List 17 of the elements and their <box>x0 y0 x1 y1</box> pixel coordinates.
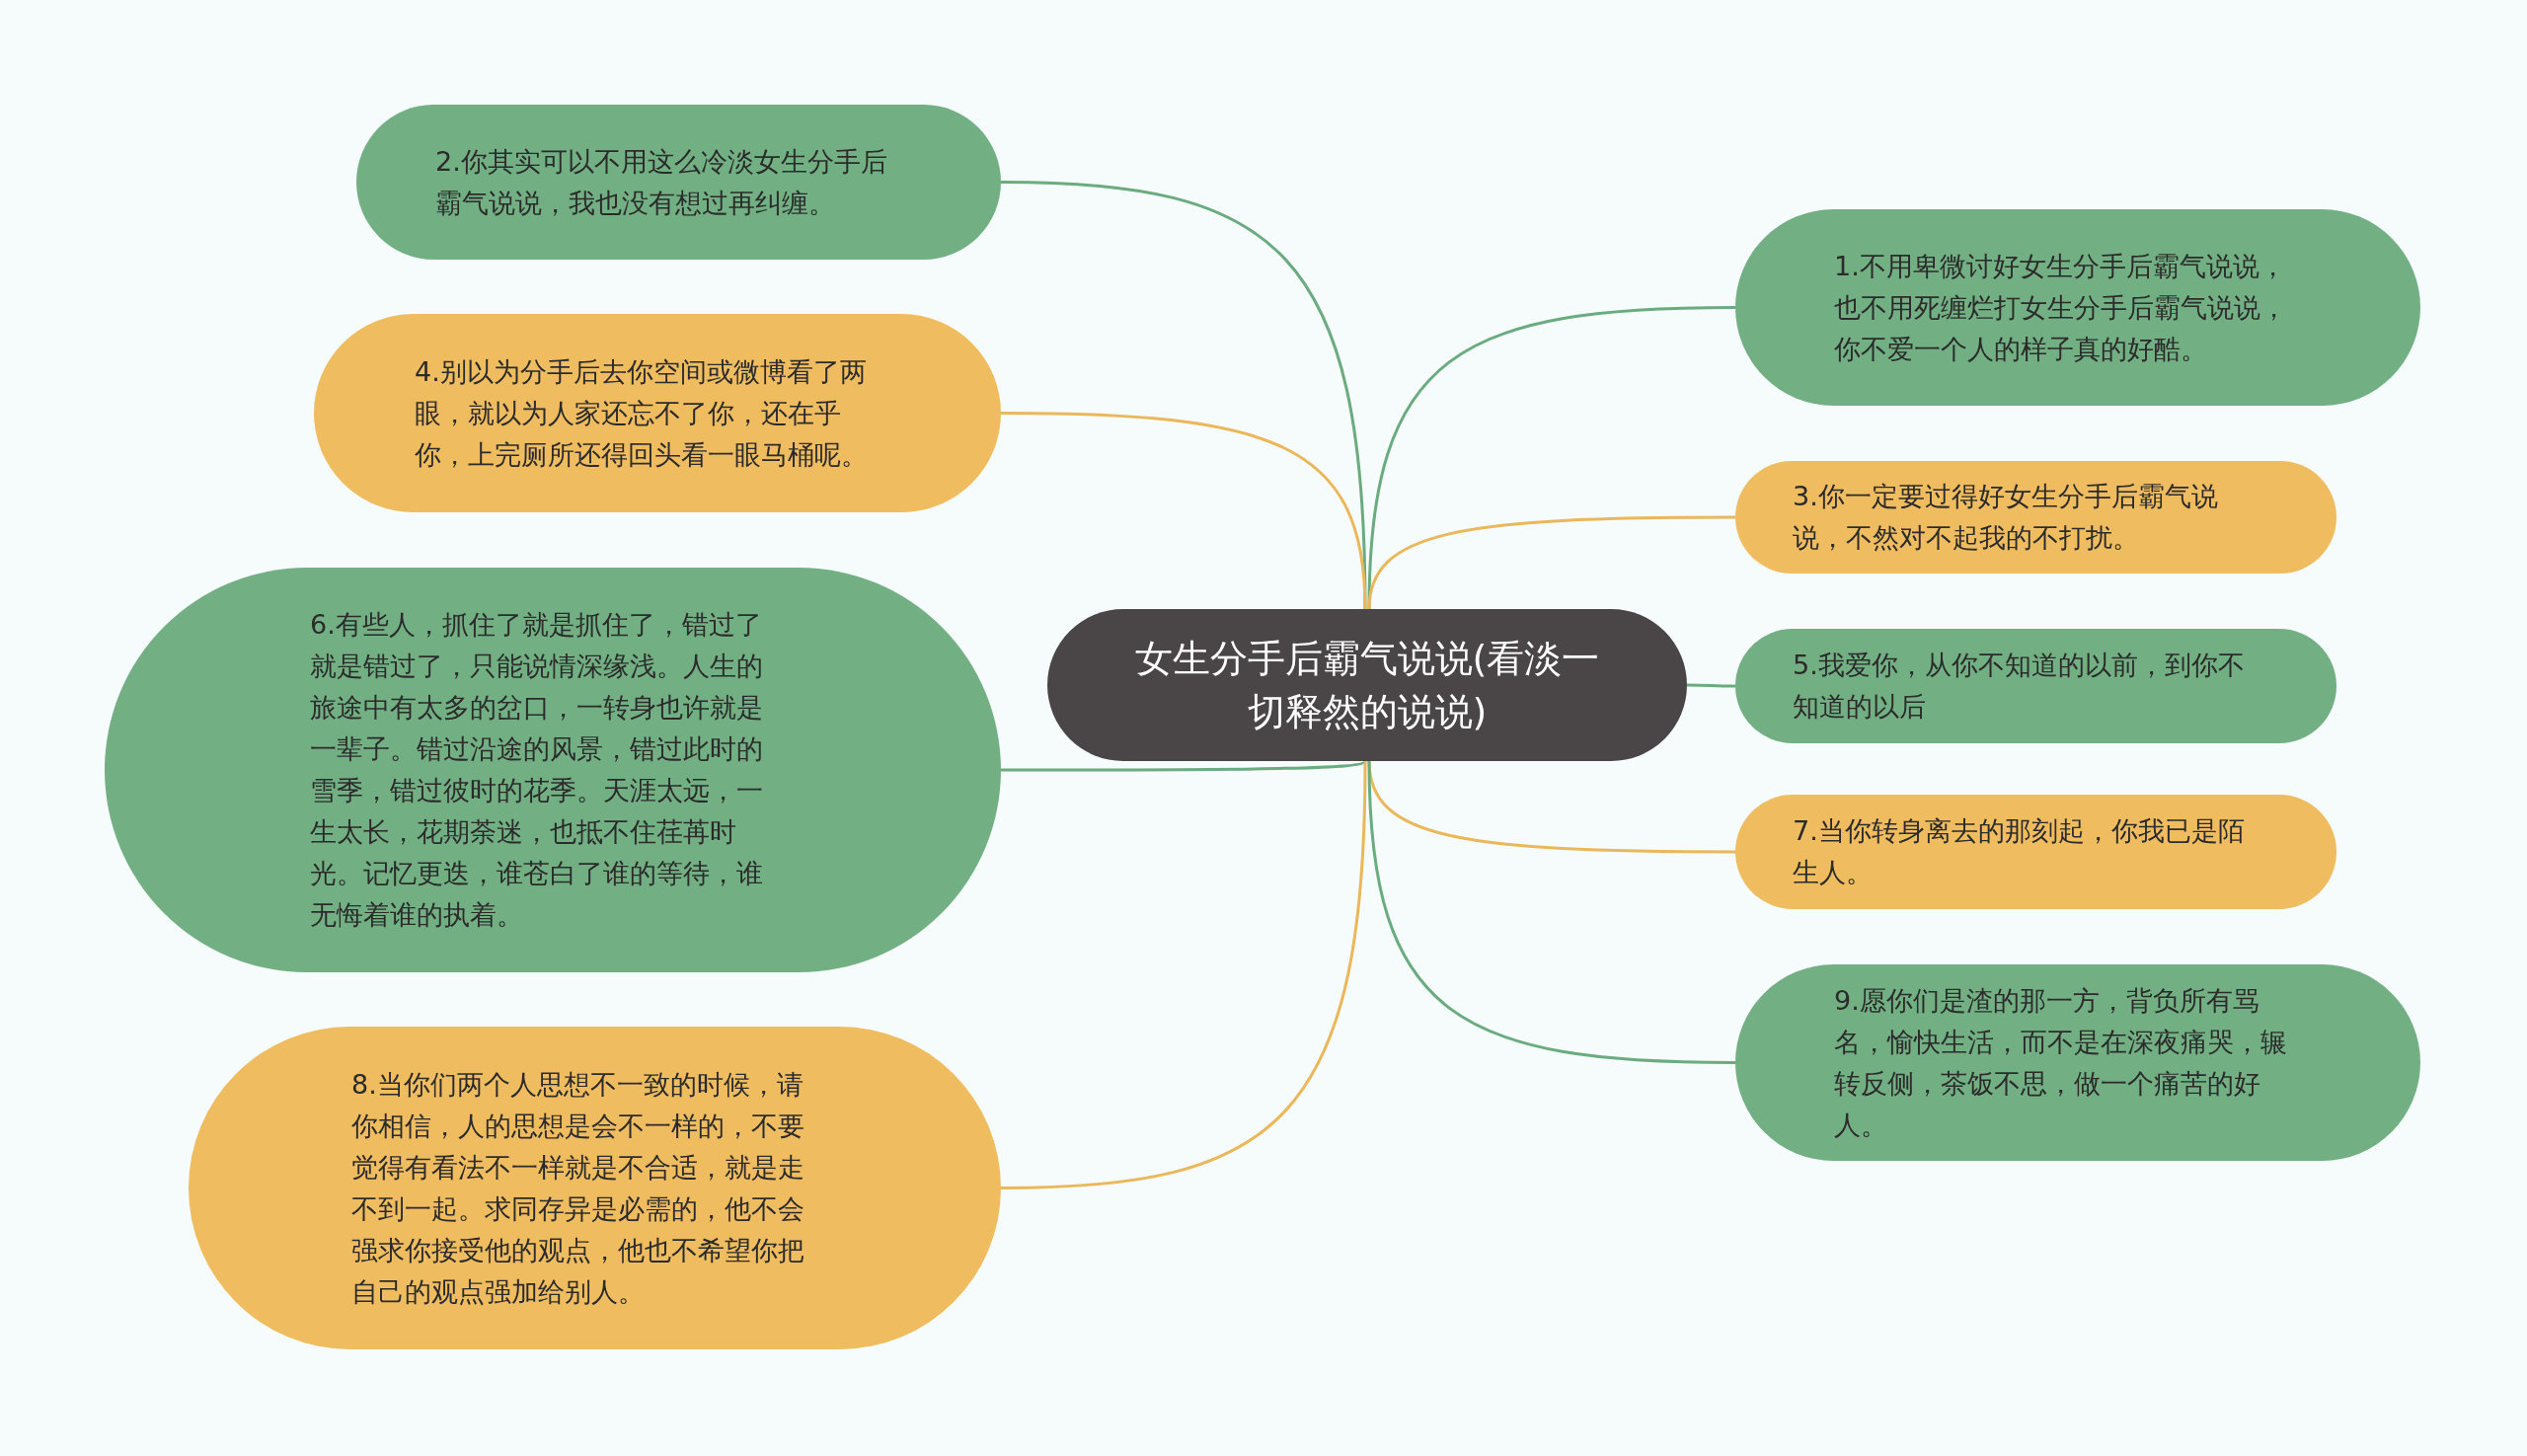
topic-box: 9.愿你们是渣的那一方，背负所有骂名，愉快生活，而不是在深夜痛哭，辗转反侧，茶饭不思，做一个痛苦的好人。 <box>1735 964 2420 1161</box>
central-topic-box: 女生分手后霸气说说(看淡一切释然的说说) <box>1047 609 1687 761</box>
topic-box: 8.当你们两个人思想不一致的时候，请你相信，人的思想是会不一样的，不要觉得有看法不一样就是不合适，就是走不到一起。求同存异是必需的，他不会强求你接受他的观点，他也不希望你把自己的观点强加给别人。 <box>189 1027 1001 1349</box>
connector-line <box>1367 515 1735 610</box>
connector-line <box>1687 683 1735 688</box>
connector-line <box>1001 759 1366 772</box>
topic-box: 6.有些人，抓住了就是抓住了，错过了就是错过了，只能说情深缘浅。人生的旅途中有太多的岔口，一转身也许就是一辈子。错过沿途的风景，错过此时的雪季，错过彼时的花季。天涯太远，一生太长，花期荼迷，也抵不住荏苒时光。记忆更迭，谁苍白了谁的等待，谁无悔着谁的执着。 <box>105 568 1001 972</box>
topic-box: 5.我爱你，从你不知道的以前，到你不知道的以后 <box>1735 629 2336 743</box>
connector-line <box>1367 760 1736 1064</box>
topic-box: 1.不用卑微讨好女生分手后霸气说说，也不用死缠烂打女生分手后霸气说说，你不爱一个人的样子真的好酷。 <box>1735 209 2420 406</box>
connector-line <box>1367 306 1736 610</box>
topic-box: 7.当你转身离去的那刻起，你我已是陌生人。 <box>1735 795 2336 909</box>
connector-line <box>1001 412 1367 610</box>
topic-box: 4.别以为分手后去你空间或微博看了两眼，就以为人家还忘不了你，还在乎你，上完厕所还得回头看一眼马桶呢。 <box>314 314 1001 512</box>
connector-line <box>1000 760 1367 1189</box>
topic-box: 3.你一定要过得好女生分手后霸气说说，不然对不起我的不打扰。 <box>1735 461 2336 574</box>
topic-box: 2.你其实可以不用这么冷淡女生分手后霸气说说，我也没有想过再纠缠。 <box>356 105 1001 260</box>
